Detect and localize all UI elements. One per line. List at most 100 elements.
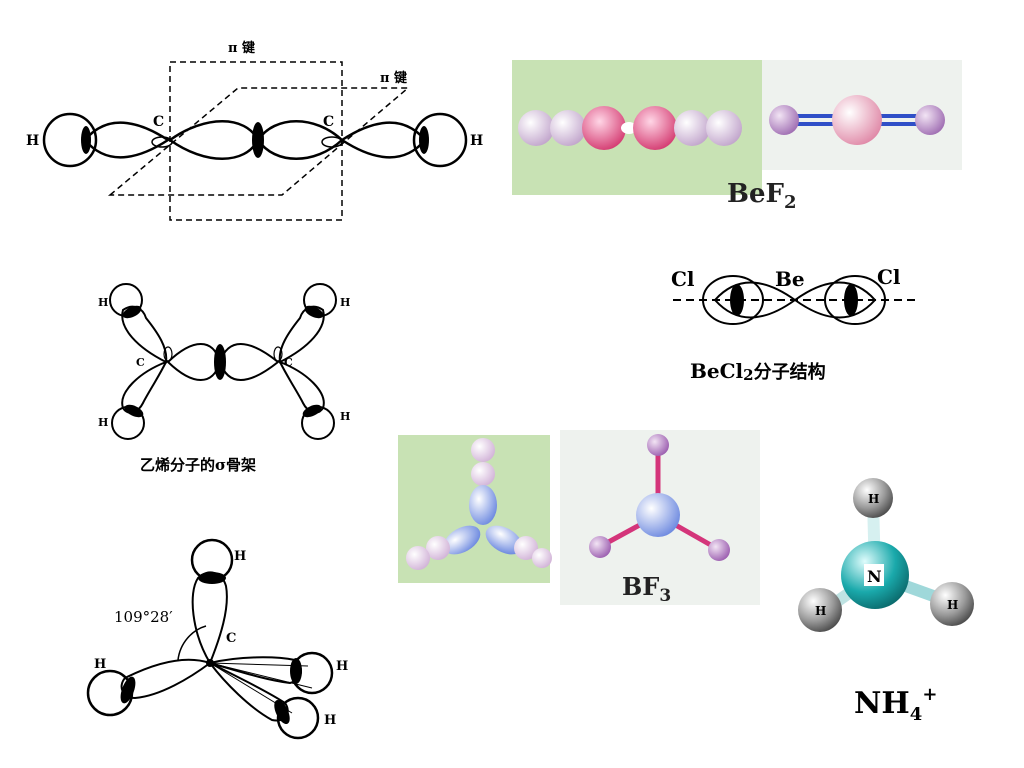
ammonium-figure: N H H H NH4+ bbox=[798, 478, 974, 725]
methane-figure: 109°28′ C H H H H bbox=[86, 538, 348, 740]
atom-h-right: H bbox=[470, 133, 483, 149]
ch-lobe-left bbox=[120, 658, 213, 700]
atom-c: C bbox=[226, 631, 236, 646]
ethylene-pi-bond-figure: π 键 π 键 C C H H bbox=[26, 40, 483, 221]
atom-h-top: H bbox=[868, 492, 879, 506]
f-atom-right bbox=[915, 105, 945, 135]
overlap-bl bbox=[124, 404, 144, 418]
ammonium-model: N H H H NH4+ bbox=[780, 470, 990, 730]
be-lobe-right bbox=[793, 281, 877, 319]
atom-h-left: H bbox=[94, 657, 106, 672]
ethylene-sigma-diagram: C C H H H H 乙烯分子的σ骨架 bbox=[88, 278, 358, 478]
pi-bond-label-right: π 键 bbox=[380, 70, 407, 86]
carbon-center bbox=[206, 659, 214, 667]
methane-sp3-diagram: 109°28′ C H H H H bbox=[80, 538, 370, 748]
f-atom-left bbox=[769, 105, 799, 135]
h-orbital-left bbox=[42, 112, 98, 168]
bef2-figure: BeF2 bbox=[512, 60, 962, 213]
be-lobe-left bbox=[582, 106, 626, 150]
angle-label: 109°28′ bbox=[114, 608, 173, 626]
overlap-center bbox=[252, 122, 264, 158]
b-lobe-left bbox=[443, 525, 481, 555]
atom-h-left: H bbox=[815, 604, 826, 618]
overlap-right bbox=[844, 284, 858, 316]
atom-h-top: H bbox=[234, 549, 246, 564]
c-back-lobe-left bbox=[151, 136, 173, 148]
cc-lobe-left bbox=[166, 343, 222, 381]
f-sphere-top-2 bbox=[471, 462, 495, 486]
f-sphere-3 bbox=[674, 110, 710, 146]
atom-h-right1: H bbox=[336, 659, 348, 674]
c-small-lobe-right bbox=[273, 346, 283, 362]
atom-h-left: H bbox=[26, 133, 39, 149]
b-lobe-top bbox=[469, 485, 497, 525]
h-atom-left bbox=[798, 588, 842, 632]
atom-h-tl: H bbox=[98, 296, 108, 309]
becl2-figure: Cl Be Cl BeCl2分子结构 bbox=[671, 265, 915, 384]
atom-c-right: C bbox=[323, 114, 334, 130]
pi-bond-label-top: π 键 bbox=[228, 40, 255, 56]
f-sphere-left-2 bbox=[406, 546, 430, 570]
c-back-lobe-right bbox=[321, 136, 343, 148]
sp2-lobe-right bbox=[339, 121, 427, 159]
hatch-line-2 bbox=[209, 662, 313, 689]
atom-cl-right: Cl bbox=[877, 265, 901, 289]
overlap-right bbox=[419, 126, 429, 154]
angle-arc bbox=[177, 625, 207, 661]
f-sphere-4 bbox=[706, 110, 742, 146]
ethylene-sigma-figure: C C H H H H 乙烯分子的σ骨架 bbox=[98, 283, 350, 474]
f-sphere-right-2 bbox=[532, 548, 552, 568]
be-center bbox=[621, 122, 637, 134]
hatch-line-1 bbox=[209, 662, 309, 667]
h-atom-right bbox=[930, 582, 974, 626]
bf3-caption: BF3 bbox=[622, 572, 671, 605]
f-atom-top bbox=[647, 434, 669, 456]
atom-h-tr: H bbox=[340, 296, 350, 309]
bef2-model: BeF2 bbox=[512, 60, 962, 215]
overlap-right1 bbox=[290, 658, 302, 684]
atom-h-br: H bbox=[340, 410, 350, 423]
hatch-line-3 bbox=[209, 662, 293, 714]
f-sphere-right-1 bbox=[514, 536, 538, 560]
cl-orbital-right bbox=[824, 275, 886, 325]
cc-overlap bbox=[214, 344, 226, 380]
atom-cl-left: Cl bbox=[671, 267, 695, 291]
overlap-top bbox=[198, 572, 226, 584]
atom-c-left: C bbox=[153, 114, 164, 130]
atom-c-right: C bbox=[284, 356, 293, 369]
ammonium-formula: NH4+ bbox=[854, 684, 937, 725]
n-label-box bbox=[864, 564, 884, 586]
bf3-model: BF3 bbox=[398, 430, 760, 606]
ethylene-sigma-caption: 乙烯分子的σ骨架 bbox=[140, 456, 256, 474]
be-lobe-right bbox=[633, 106, 677, 150]
f-sphere-2 bbox=[550, 110, 586, 146]
be-atom bbox=[832, 95, 882, 145]
f-sphere-left-1 bbox=[426, 536, 450, 560]
cl-orbital-left bbox=[702, 275, 764, 325]
overlap-left bbox=[730, 284, 744, 316]
atom-c-left: C bbox=[136, 356, 145, 369]
overlap-tl bbox=[122, 305, 142, 319]
becl2-diagram: Cl Be Cl BeCl2分子结构 bbox=[665, 262, 925, 387]
h-orbital-right bbox=[412, 112, 468, 168]
f-sphere-1 bbox=[518, 110, 554, 146]
ch-lobe-top bbox=[191, 571, 228, 666]
f-atom-left bbox=[589, 536, 611, 558]
bef2-caption: BeF2 bbox=[727, 179, 797, 213]
overlap-tr bbox=[304, 305, 324, 319]
b-lobe-right bbox=[485, 525, 523, 555]
becl2-caption: BeCl2分子结构 bbox=[690, 359, 826, 384]
b-atom bbox=[636, 493, 680, 537]
h-orbital-right2 bbox=[276, 696, 320, 740]
f-atom-right bbox=[708, 539, 730, 561]
sp2-lobe-center-left bbox=[167, 120, 260, 160]
pi-plane-diagonal bbox=[107, 87, 411, 196]
atom-n: N bbox=[867, 567, 882, 586]
atom-h-right2: H bbox=[324, 713, 336, 728]
bf3-figure: BF3 bbox=[398, 430, 760, 606]
overlap-left bbox=[120, 676, 136, 704]
overlap-right2 bbox=[274, 699, 290, 725]
atom-be: Be bbox=[775, 267, 805, 291]
overlap-br bbox=[302, 404, 322, 418]
ethylene-pi-bond-diagram: π 键 π 键 C C H H bbox=[20, 30, 490, 230]
